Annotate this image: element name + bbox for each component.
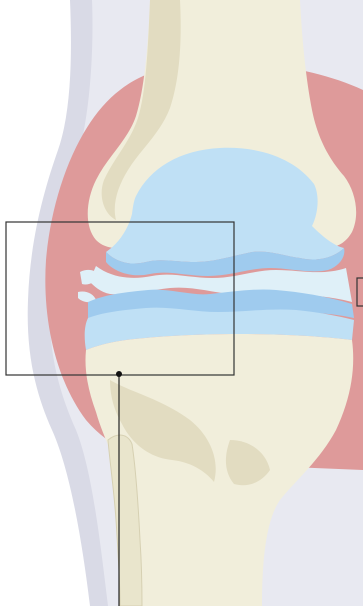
callout-pointer-dot [116, 371, 122, 377]
